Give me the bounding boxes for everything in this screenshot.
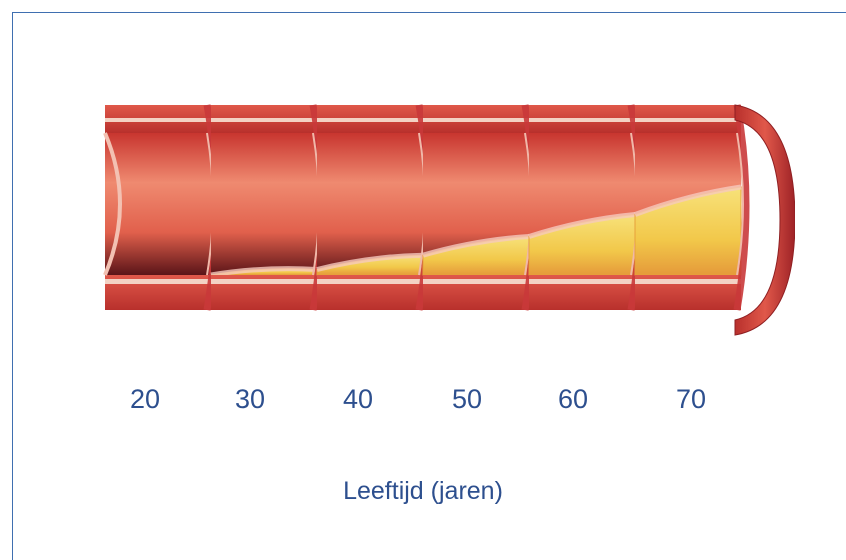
age-label-60: 60 <box>543 384 603 415</box>
artery-segment-40 <box>317 105 428 310</box>
age-label-40: 40 <box>328 384 388 415</box>
upper-intima <box>423 118 529 122</box>
upper-intima <box>317 118 423 122</box>
age-label-50: 50 <box>437 384 497 415</box>
lower-intima <box>423 279 529 284</box>
upper-intima <box>211 118 317 122</box>
age-label-20: 20 <box>115 384 175 415</box>
lower-intima <box>317 279 423 284</box>
lumen <box>211 133 317 275</box>
lower-intima <box>635 279 741 284</box>
lower-intima <box>211 279 317 284</box>
age-axis-caption: Leeftijd (jaren) <box>0 477 846 506</box>
lower-intima <box>529 279 635 284</box>
upper-intima <box>529 118 635 122</box>
upper-intima <box>105 118 211 122</box>
artery-segment-30 <box>211 105 322 310</box>
artery-segment-50 <box>423 105 534 310</box>
age-label-70: 70 <box>661 384 721 415</box>
upper-intima <box>635 118 741 122</box>
age-label-30: 30 <box>220 384 280 415</box>
artery-segment-70 <box>635 105 746 310</box>
lower-intima <box>105 279 211 284</box>
artery-illustration <box>95 95 795 345</box>
artery-segment-60 <box>529 105 640 310</box>
